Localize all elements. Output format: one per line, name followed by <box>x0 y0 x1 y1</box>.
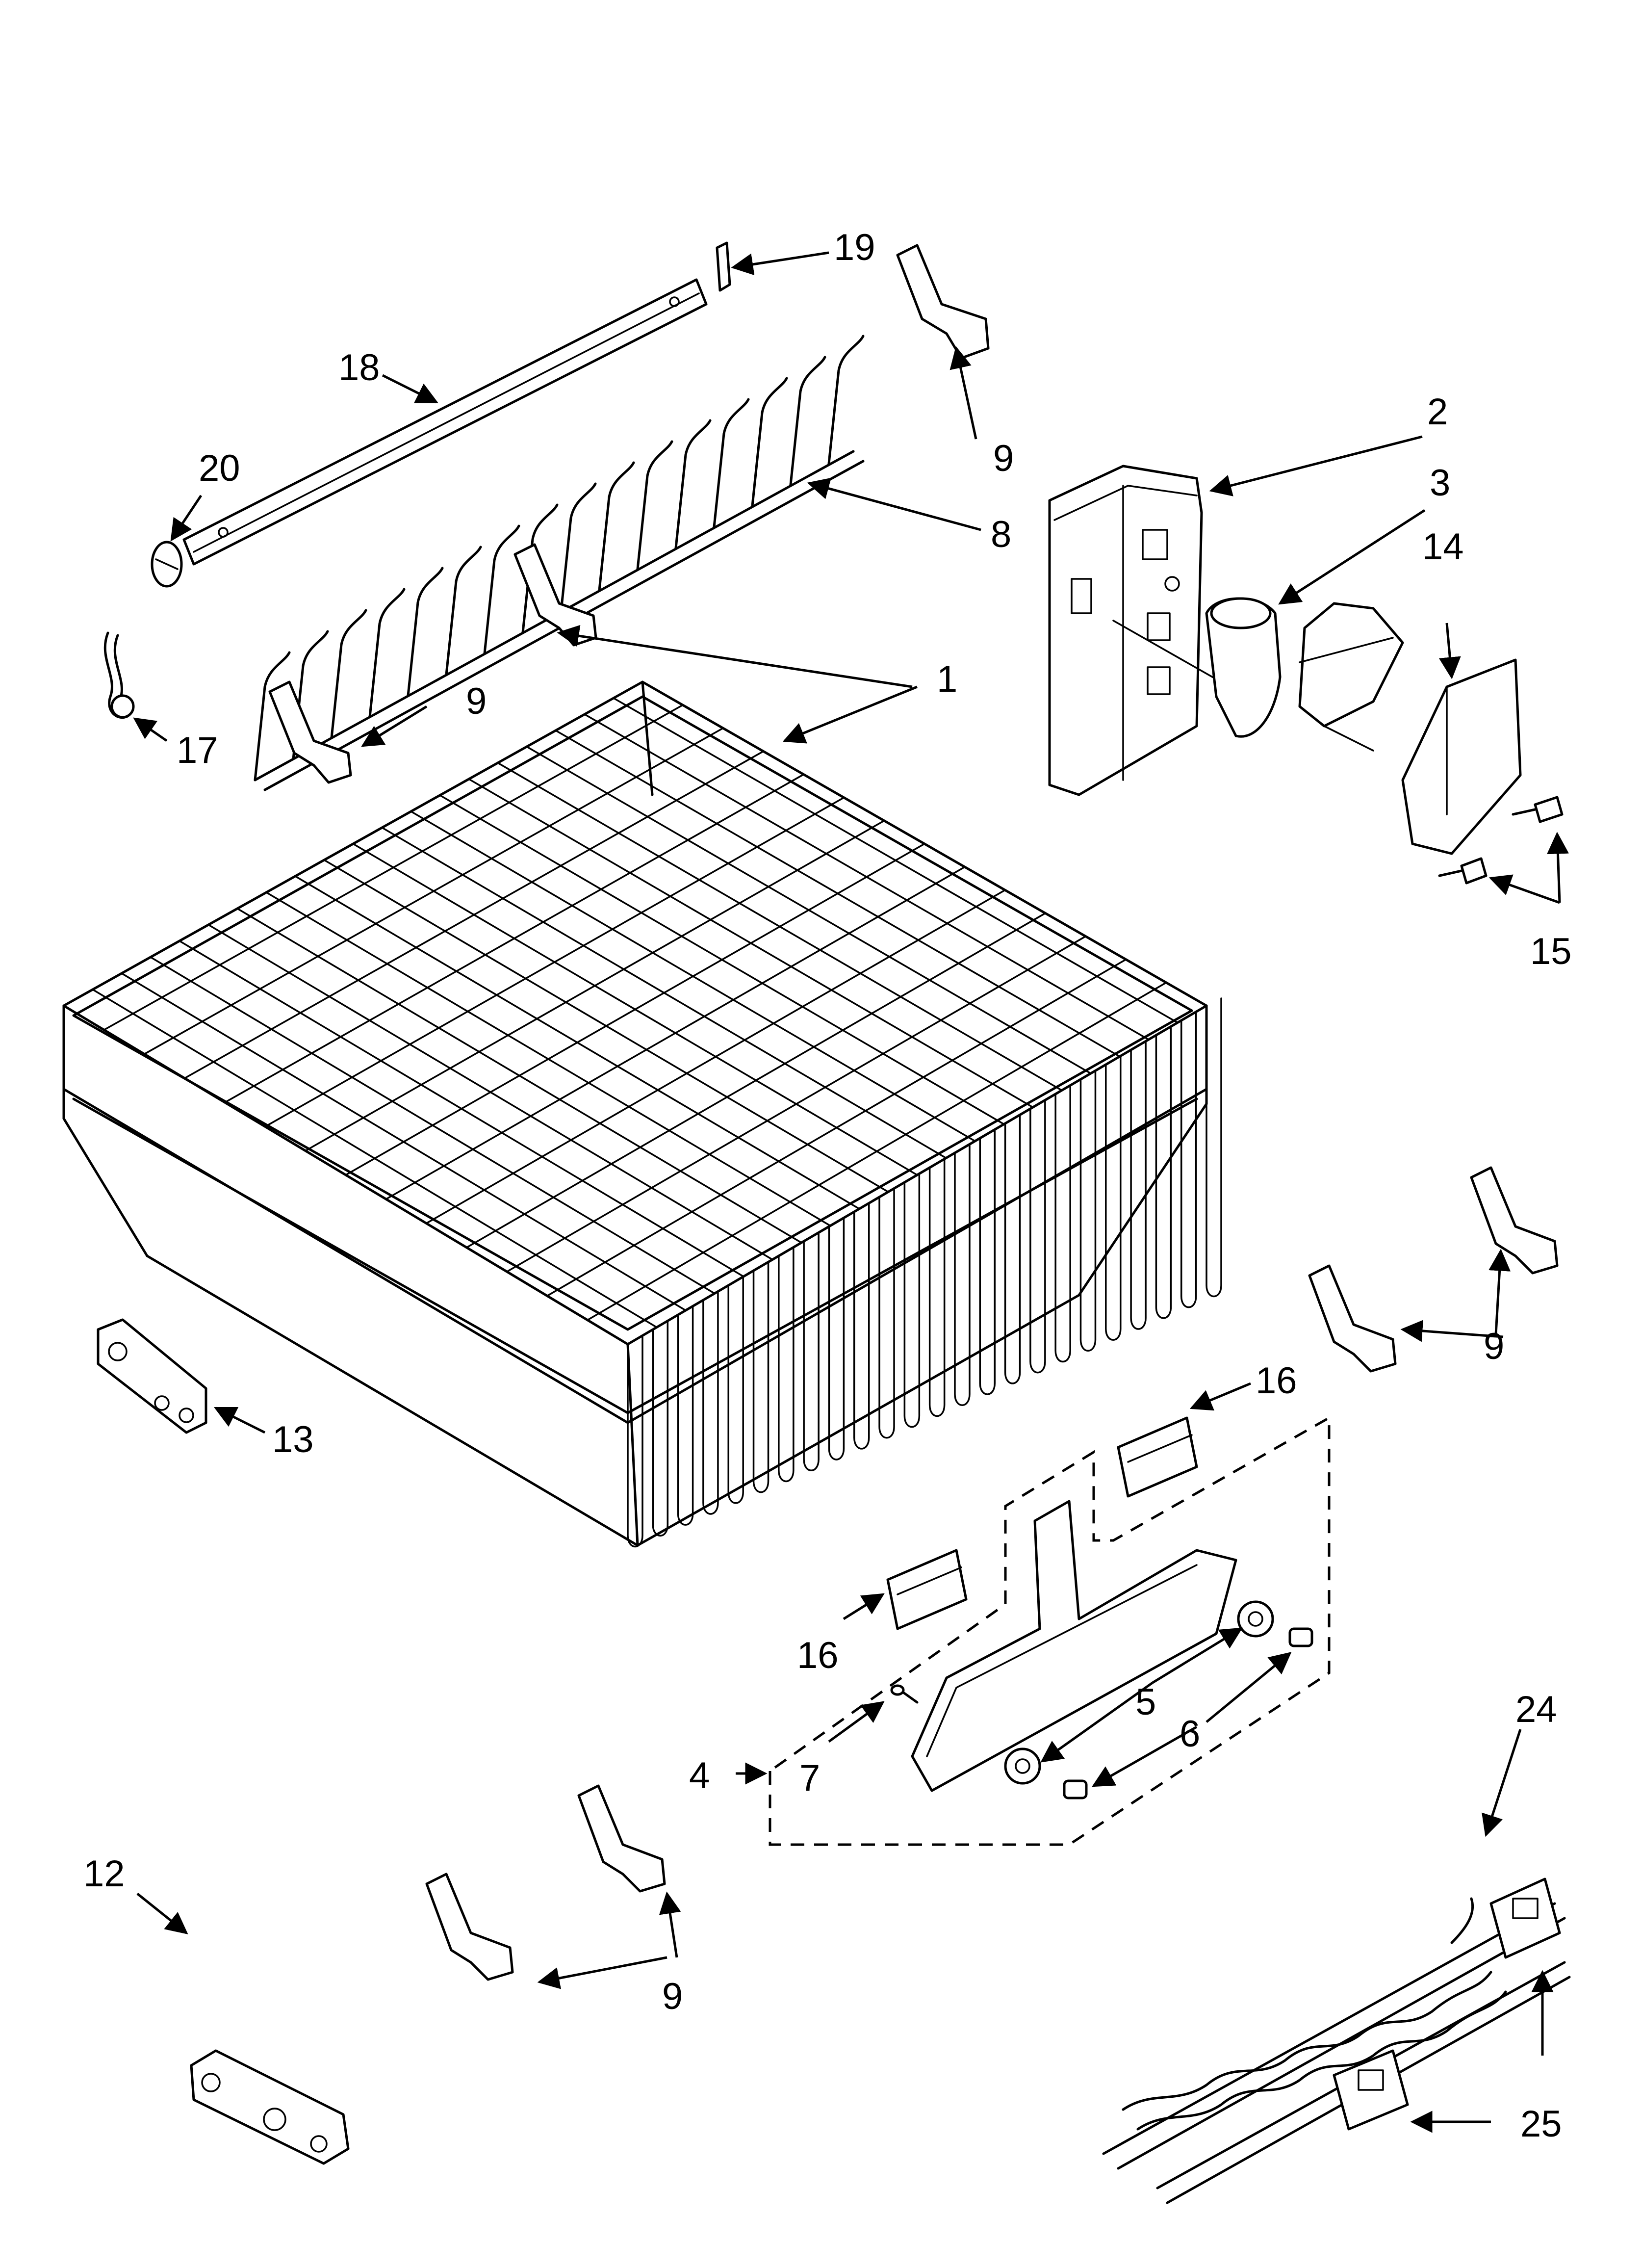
part-24-tine-assembly <box>1102 1897 1571 2204</box>
part-17-wire-clip <box>103 631 135 719</box>
callout-24: 24 <box>1515 1689 1557 1730</box>
callout-9: 9 <box>993 438 1014 479</box>
part-9-clip-a <box>896 244 990 360</box>
callout-7: 7 <box>799 1757 820 1799</box>
callout-16: 16 <box>1256 1360 1297 1402</box>
part-3-adjuster-handle <box>1205 597 1404 752</box>
part-9-clip-f <box>577 1784 666 1893</box>
callout-13: 13 <box>272 1419 314 1460</box>
callout-9: 9 <box>662 1976 683 2017</box>
part-13-bracket <box>97 1318 207 1434</box>
part-25-clip-upper <box>1489 1877 1561 1959</box>
part-9-clip-d <box>1470 1166 1559 1275</box>
callout-20: 20 <box>199 447 240 489</box>
callout-15: 15 <box>1530 931 1572 972</box>
part-6-axles <box>1063 1627 1313 1799</box>
part-5-wheels <box>1004 1600 1274 1785</box>
callout-17: 17 <box>177 730 218 771</box>
part-9-clip-c <box>268 680 352 784</box>
callout-8: 8 <box>991 514 1011 555</box>
part-15-screws <box>1438 796 1564 885</box>
part-9-clip-e <box>1308 1264 1397 1373</box>
callout-25: 25 <box>1520 2103 1562 2145</box>
callout-labels: 19 18 20 9 8 2 3 14 1 9 17 15 9 13 16 16… <box>83 227 1572 2145</box>
part-9-clip-g <box>425 1873 514 1981</box>
callout-19: 19 <box>834 227 875 268</box>
part-19-clip <box>716 241 731 292</box>
callout-4: 4 <box>689 1755 710 1797</box>
callout-6: 6 <box>1180 1713 1200 1755</box>
part-16-slide-lower <box>886 1549 968 1630</box>
callout-3: 3 <box>1430 462 1450 504</box>
part-7-pin <box>890 1684 919 1704</box>
adjuster-arm <box>911 1500 1237 1792</box>
part-14-cover <box>1401 658 1522 855</box>
leader-lines <box>133 251 1569 2133</box>
callout-18: 18 <box>338 347 380 389</box>
callout-12: 12 <box>83 1853 125 1895</box>
callout-2: 2 <box>1427 391 1448 433</box>
part-25-clip-lower <box>1333 2049 1409 2131</box>
callout-14: 14 <box>1422 526 1464 568</box>
part-12-bracket <box>190 2049 350 2165</box>
part-20-end-cap <box>151 541 183 588</box>
part-18-rack-rail <box>182 278 708 566</box>
callout-9: 9 <box>466 680 487 722</box>
part-2-adjuster-housing <box>1048 465 1257 796</box>
part-16-slide-upper <box>1117 1416 1198 1498</box>
callout-1: 1 <box>937 658 957 700</box>
callout-16: 16 <box>797 1635 839 1676</box>
callout-5: 5 <box>1135 1681 1156 1723</box>
callout-9: 9 <box>1484 1326 1504 1367</box>
part-1-upper-rack <box>62 680 1222 1548</box>
part-4-adjuster-assembly-outline <box>769 1415 1331 1846</box>
part-8-tine-row <box>254 335 865 791</box>
